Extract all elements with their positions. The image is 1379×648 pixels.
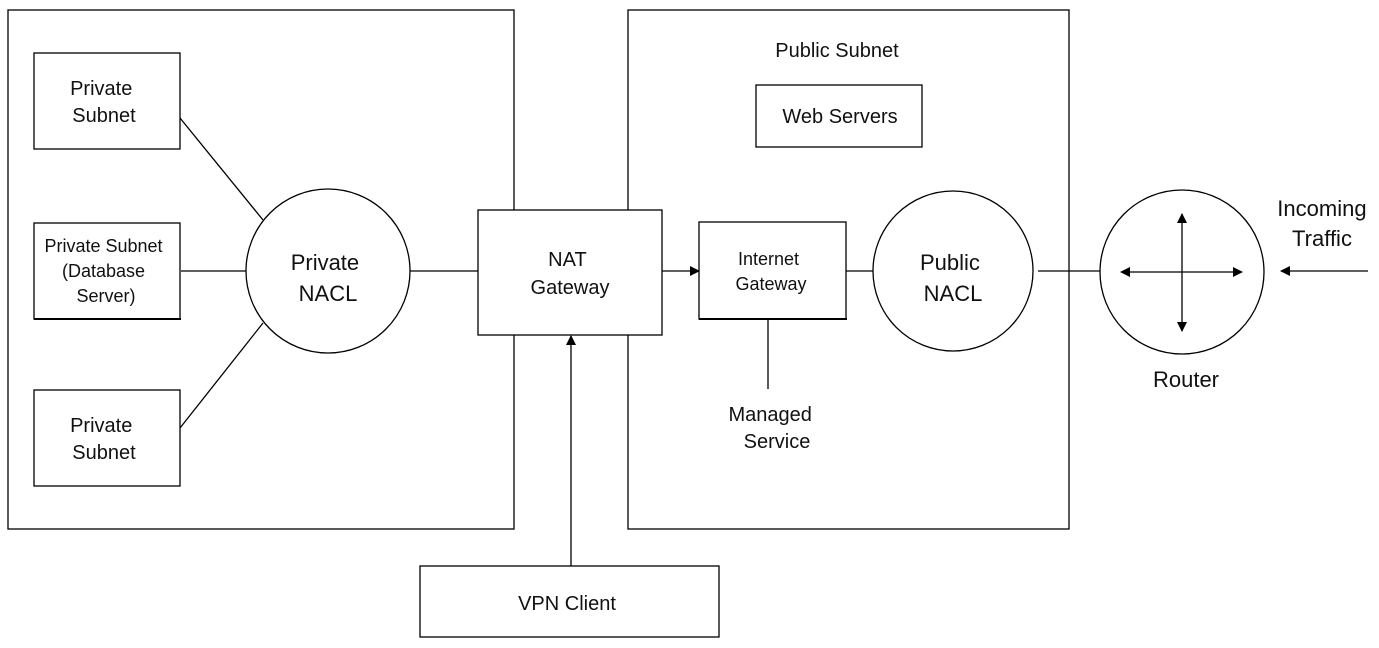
private-subnet-db-label: Private Subnet (Database Server) [44,236,167,306]
private-subnet-bottom-node: Private Subnet [33,389,181,487]
incoming-traffic-label: Incoming Traffic [1277,196,1372,251]
edge-private-subnet-top-to-private-nacl [179,117,264,221]
router-label: Router [1153,367,1219,392]
router-crosshair-icon [1120,213,1243,332]
vpn-client-node: VPN Client [419,565,720,638]
web-servers-node: Web Servers [755,84,923,148]
internet-gateway-label: Internet Gateway [735,249,806,294]
public-subnet-title: Public Subnet [775,40,899,62]
private-nacl-node: Private NACL [245,188,411,354]
public-nacl-label: Public NACL [920,250,986,306]
vpn-client-label: VPN Client [518,593,616,615]
private-subnet-bottom-label: Private Subnet [70,415,138,464]
nat-gateway-node: NAT Gateway [477,209,663,336]
private-subnet-top-label: Private Subnet [70,78,138,127]
private-subnet-db-node: Private Subnet (Database Server) [33,222,181,320]
nat-gateway-label: NAT Gateway [531,249,610,299]
public-nacl-node: Public NACL [872,190,1034,352]
web-servers-label: Web Servers [782,106,897,128]
edge-private-subnet-bottom-to-private-nacl [179,322,264,429]
managed-service-label: Managed Service [729,404,818,453]
internet-gateway-node: Internet Gateway [698,221,847,320]
private-subnet-top-node: Private Subnet [33,52,181,150]
connections [179,117,1368,566]
router-node [1099,189,1265,355]
private-nacl-label: Private NACL [291,250,366,306]
